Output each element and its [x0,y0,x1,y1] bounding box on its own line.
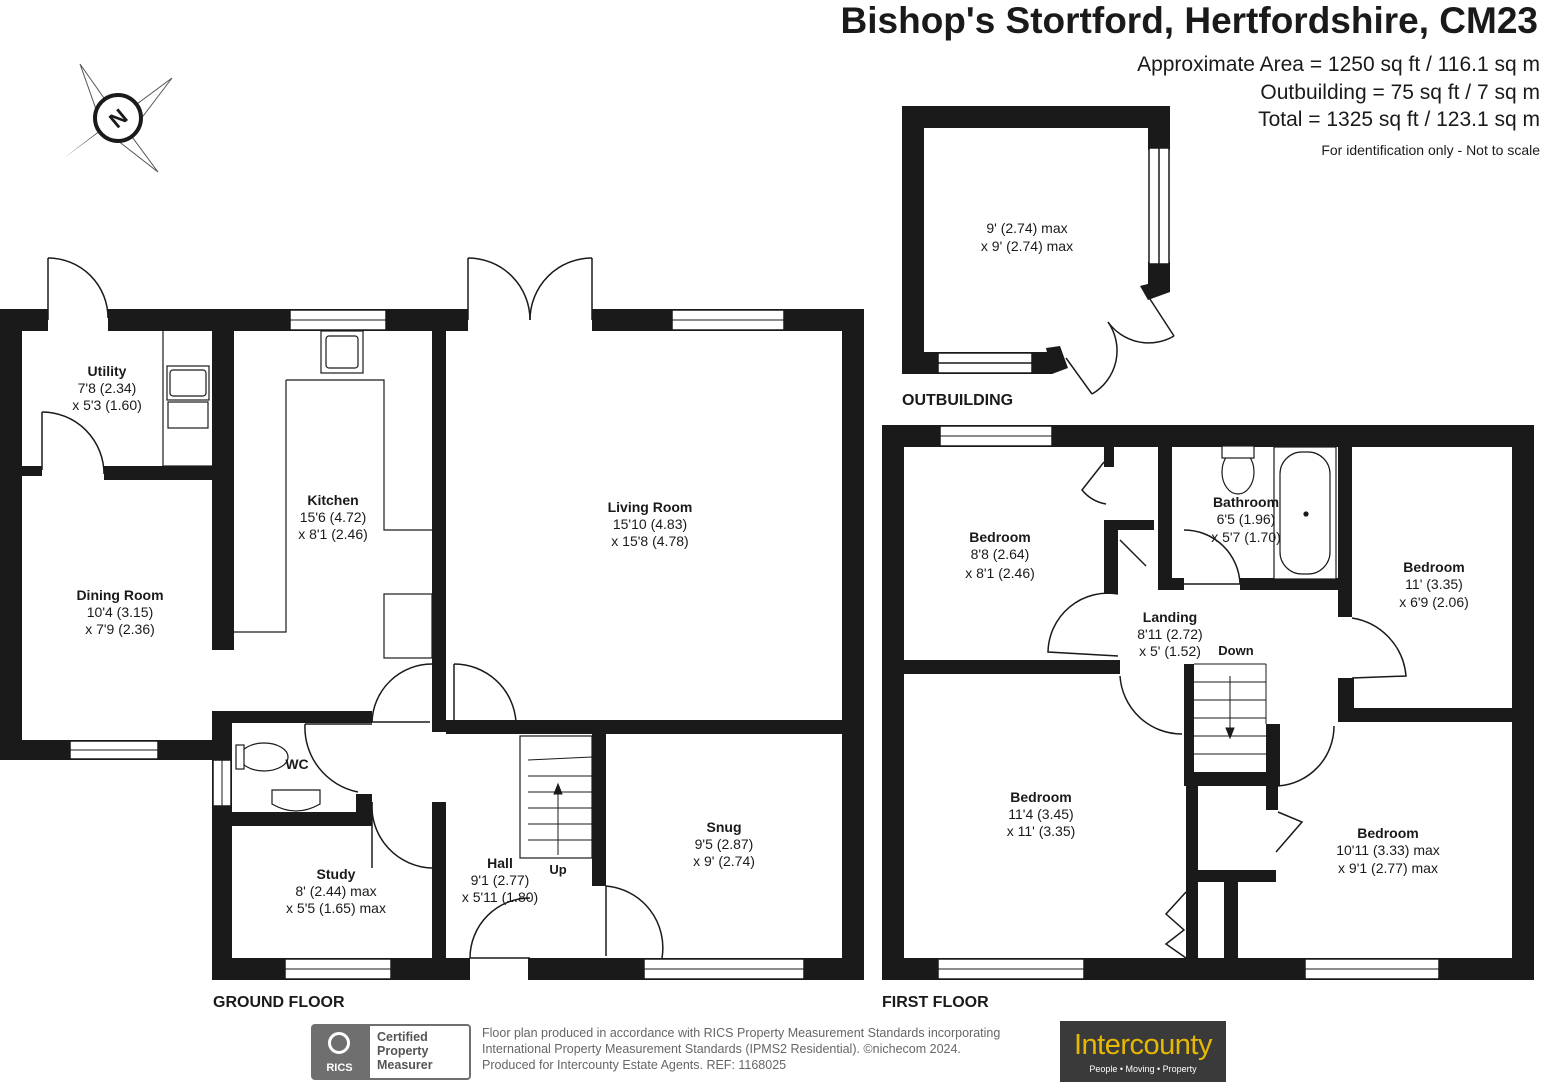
bedroom-1-name: Bedroom [969,529,1030,545]
dining-dim-1: 10'4 (3.15) [87,604,154,620]
utility-dim-1: 7'8 (2.34) [78,380,137,396]
bedroom-3-dim-1: 11'4 (3.45) [1008,806,1073,822]
study-name: Study [317,866,356,882]
snug-name: Snug [707,819,742,835]
outbuilding-windows [937,147,1170,374]
rics-logo-text: RICS [326,1062,353,1074]
rics-badge: RICS Certified Property Measurer [311,1024,471,1080]
stairs-down-label: Down [1218,643,1253,658]
bedroom-2-dim-2: x 6'9 (2.06) [1399,594,1469,610]
dining-name: Dining Room [76,587,163,603]
footer-disclaimer: Floor plan produced in accordance with R… [482,1025,1000,1073]
page-title: Bishop's Stortford, Hertfordshire, CM23 [840,0,1538,41]
study-dim-2: x 5'5 (1.65) max [286,900,386,916]
wc-name: WC [285,756,308,772]
first-window-panes [938,435,1439,970]
bedroom-4-dim-1: 10'11 (3.33) max [1336,842,1440,858]
agent-logo: Intercounty People • Moving • Property [1060,1021,1226,1082]
room-labels: Utility 7'8 (2.34) x 5'3 (1.60) Kitchen … [72,220,1469,1011]
bathroom-name: Bathroom [1213,494,1279,510]
living-dim-1: 15'10 (4.83) [613,516,687,532]
bathroom-dim-1: 6'5 (1.96) [1217,511,1276,527]
bedroom-4-dim-2: x 9'1 (2.77) max [1338,860,1438,876]
landing-dim-2: x 5' (1.52) [1139,643,1201,659]
outbuilding-dim-1: 9' (2.74) max [986,220,1067,236]
outbuilding-dim-2: x 9' (2.74) max [981,238,1073,254]
kitchen-name: Kitchen [307,492,358,508]
rics-cert-line-2: Property [377,1044,429,1058]
landing-name: Landing [1143,609,1197,625]
utility-name: Utility [88,363,127,379]
snug-dim-2: x 9' (2.74) [693,853,755,869]
hall-name: Hall [487,855,513,871]
approximate-area: Approximate Area = 1250 sq ft / 116.1 sq… [1137,53,1540,76]
total-area: Total = 1325 sq ft / 123.1 sq m [1258,108,1540,131]
window-panes [70,319,804,970]
snug-dim-1: 9'5 (2.87) [695,836,754,852]
kitchen-dim-2: x 8'1 (2.46) [298,526,368,542]
agent-name: Intercounty [1074,1029,1212,1061]
bedroom-2-name: Bedroom [1403,559,1464,575]
dining-dim-2: x 7'9 (2.36) [85,621,155,637]
first-fixtures [1221,445,1337,580]
bedroom-3-dim-2: x 11' (3.35) [1007,823,1076,839]
bedroom-1-dim-2: x 8'1 (2.46) [965,565,1035,581]
rics-logo: RICS [311,1024,368,1080]
ground-doors [41,257,664,959]
ground-floor-label: GROUND FLOOR [213,994,345,1011]
first-doors [1047,461,1407,959]
first-floor [882,425,1534,980]
first-floor-label: FIRST FLOOR [882,994,989,1011]
agent-tagline: People • Moving • Property [1089,1064,1197,1074]
bedroom-4-name: Bedroom [1357,825,1418,841]
stairs-up [519,736,593,858]
hall-dim-1: 9'1 (2.77) [471,872,530,888]
living-name: Living Room [608,499,693,515]
north-compass-icon: N [64,63,173,173]
ground-fixtures [162,329,593,859]
outbuilding-label: OUTBUILDING [902,392,1013,409]
outbuilding-doors [938,148,1175,395]
study-dim-1: 8' (2.44) max [295,883,376,899]
footer-line-2: International Property Measurement Stand… [482,1042,961,1056]
rics-emblem-icon [328,1032,350,1054]
stairs-up-label: Up [549,862,566,877]
bedroom-1-dim-1: 8'8 (2.64) [971,546,1030,562]
rics-cert-line-3: Measurer [377,1058,433,1072]
footer-line-3: Produced for Intercounty Estate Agents. … [482,1058,787,1072]
bedroom-3-name: Bedroom [1010,789,1071,805]
outbuilding-area: Outbuilding = 75 sq ft / 7 sq m [1260,81,1540,104]
stairs-down [1194,663,1267,755]
living-dim-2: x 15'8 (4.78) [611,533,688,549]
kitchen-dim-1: 15'6 (4.72) [300,509,367,525]
utility-dim-2: x 5'3 (1.60) [72,397,142,413]
rics-cert-line-1: Certified [377,1030,428,1044]
footer-line-1: Floor plan produced in accordance with R… [482,1026,1001,1040]
bedroom-2-dim-1: 11' (3.35) [1405,576,1463,592]
landing-dim-1: 8'11 (2.72) [1137,626,1202,642]
scale-note: For identification only - Not to scale [1321,142,1540,158]
hall-dim-2: x 5'11 (1.80) [462,889,538,905]
bathroom-dim-2: x 5'7 (1.70) [1211,529,1281,545]
rics-certification: Certified Property Measurer [368,1024,471,1080]
